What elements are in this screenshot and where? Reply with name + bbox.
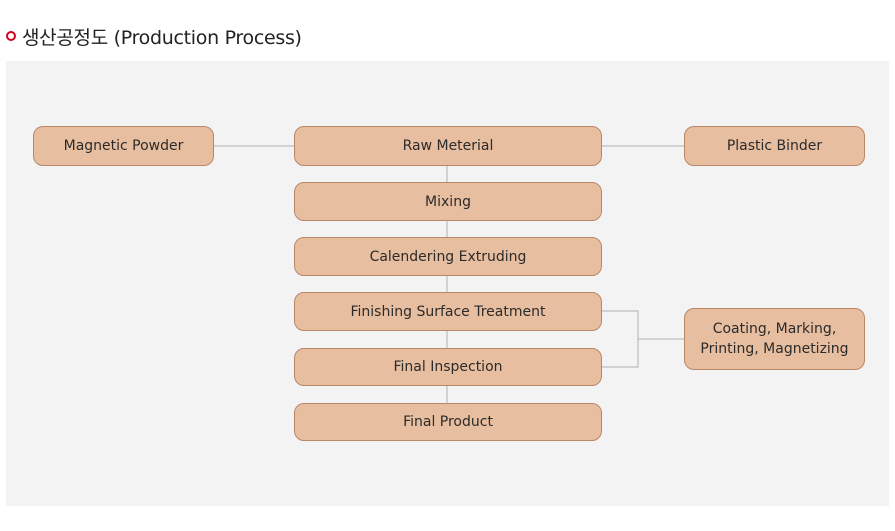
- node-label: Plastic Binder: [726, 138, 823, 154]
- node-label: Mixing: [425, 193, 471, 210]
- connector-lines: [214, 145, 684, 403]
- node-label: Coating, Marking, Printing, Magnetizing: [700, 321, 849, 357]
- node-finishing-surface-treatment: Finishing Surface Treatment: [294, 292, 602, 331]
- node-coating-marking: Coating, Marking, Printing, Magnetizing: [684, 308, 865, 370]
- node-mixing: Mixing: [294, 182, 602, 221]
- node-final-inspection: Final Inspection: [294, 348, 602, 386]
- node-plastic-binder: Plastic Binder: [684, 126, 865, 166]
- node-raw-material: Raw Meterial: [294, 126, 602, 166]
- node-label: Final Inspection: [393, 359, 503, 375]
- node-label: Raw Meterial: [402, 138, 494, 154]
- node-label: Finishing Surface Treatment: [350, 303, 546, 320]
- process-diagram: Magnetic Powder Raw Meterial Plastic Bin…: [6, 61, 889, 506]
- node-magnetic-powder: Magnetic Powder: [33, 126, 214, 166]
- node-label: Final Product: [403, 414, 493, 430]
- node-final-product: Final Product: [294, 403, 602, 441]
- node-label: Magnetic Powder: [63, 138, 184, 154]
- page-title: 생산공정도 (Production Process): [22, 26, 302, 49]
- page-header: 생산공정도 (Production Process): [6, 22, 302, 50]
- bullet-icon: [6, 31, 16, 41]
- node-calendering-extruding: Calendering Extruding: [294, 237, 602, 276]
- node-label: Calendering Extruding: [369, 248, 527, 265]
